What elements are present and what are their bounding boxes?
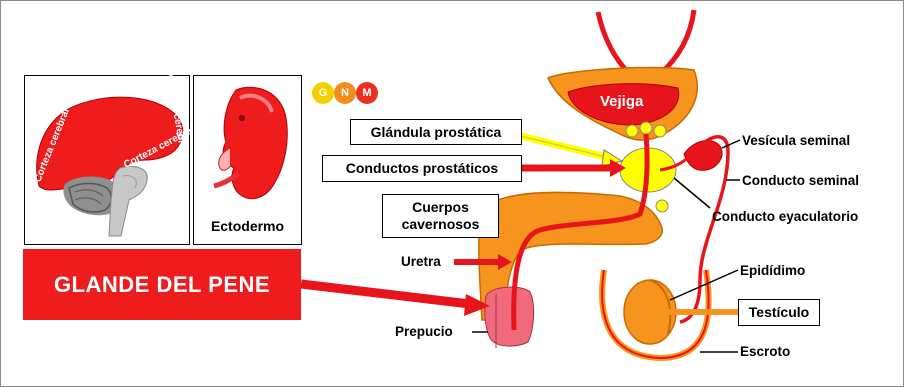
epididimo-label: Epidídimo: [740, 263, 805, 278]
conducto-eyaculatorio-label: Conducto eyaculatorio: [712, 209, 858, 224]
glandula-prostatica-box: Glándula prostática: [350, 119, 522, 145]
testiculo-box: Testículo: [738, 299, 820, 326]
uretra-label: Uretra: [401, 254, 441, 269]
conducto-seminal-label: Conducto seminal: [742, 173, 859, 188]
escroto-label: Escroto: [740, 344, 790, 359]
conductos-prostaticos-box: Conductos prostáticos: [322, 155, 522, 182]
prepucio-label: Prepucio: [395, 324, 453, 339]
vesicula-seminal-label: Vesícula seminal: [742, 133, 850, 148]
vejiga-label: Vejiga: [600, 93, 643, 110]
cuerpos-cavernosos-box: Cuerpos cavernosos: [382, 194, 499, 238]
glande-del-pene-banner: GLANDE DEL PENE: [23, 249, 301, 320]
